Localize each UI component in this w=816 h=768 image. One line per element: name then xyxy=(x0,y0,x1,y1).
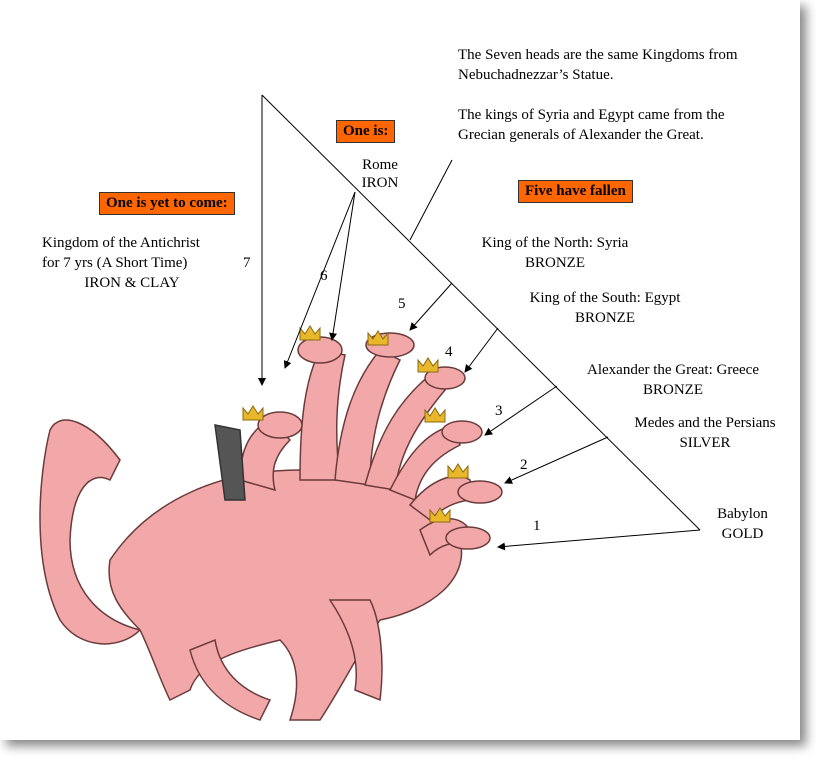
crowns xyxy=(242,325,469,523)
seven-headed-dragon-illustration xyxy=(39,332,503,721)
head-number-3: 3 xyxy=(495,403,503,419)
intro-text-4: Grecian generals of Alexander the Great. xyxy=(458,127,704,143)
dragon-mane xyxy=(214,424,246,501)
divider-diagonal-line xyxy=(261,94,701,531)
intro-text-1: The Seven heads are the same Kingdoms fr… xyxy=(458,47,738,63)
arrow-3 xyxy=(484,385,558,436)
dragon-heads xyxy=(257,332,503,550)
babylon-metal: GOLD xyxy=(721,526,764,542)
head-number-1: 1 xyxy=(533,518,541,534)
head-number-7: 7 xyxy=(243,255,251,271)
babylon-name: Babylon xyxy=(717,506,768,522)
arrow-6b xyxy=(283,191,356,369)
egypt-metal: BRONZE xyxy=(575,310,635,326)
dragon-front-leg xyxy=(328,599,383,702)
head-number-4: 4 xyxy=(445,344,453,360)
intro-text-2: Nebuchadnezzar’s Statue. xyxy=(458,67,614,83)
head-number-5: 5 xyxy=(398,296,406,312)
arrow-1 xyxy=(497,529,701,551)
dragon-body xyxy=(108,469,463,721)
arrow-4 xyxy=(464,327,499,373)
head-number-6: 6 xyxy=(320,268,328,284)
greece-metal: BRONZE xyxy=(643,382,703,398)
rome-name: Rome xyxy=(362,157,398,173)
syria-name: King of the North: Syria xyxy=(481,235,629,251)
persia-metal: SILVER xyxy=(679,435,731,451)
arrow-6a xyxy=(329,191,356,341)
rome-metal: IRON xyxy=(361,175,399,191)
one-is-label: One is: xyxy=(336,120,396,143)
persia-name: Medes and the Persians xyxy=(634,415,776,431)
dragon-tail xyxy=(39,419,142,645)
yet-to-come-label: One is yet to come: xyxy=(99,192,235,215)
syria-metal: BRONZE xyxy=(525,255,585,271)
greece-name: Alexander the Great: Greece xyxy=(587,362,759,378)
antichrist-name: Kingdom of the Antichrist xyxy=(42,235,200,251)
pointer-line-intro xyxy=(409,159,453,241)
dragon-hind-leg xyxy=(189,638,272,721)
intro-text-3: The kings of Syria and Egypt came from t… xyxy=(458,107,725,123)
dragon-neck-5 xyxy=(334,349,402,486)
head-number-2: 2 xyxy=(520,457,528,473)
arrow-5 xyxy=(409,282,453,331)
egypt-name: King of the South: Egypt xyxy=(529,290,681,306)
antichrist-duration: for 7 yrs (A Short Time) xyxy=(42,255,188,271)
antichrist-metal: IRON & CLAY xyxy=(84,275,180,291)
arrow-2 xyxy=(504,436,609,484)
five-fallen-label: Five have fallen xyxy=(518,180,633,203)
